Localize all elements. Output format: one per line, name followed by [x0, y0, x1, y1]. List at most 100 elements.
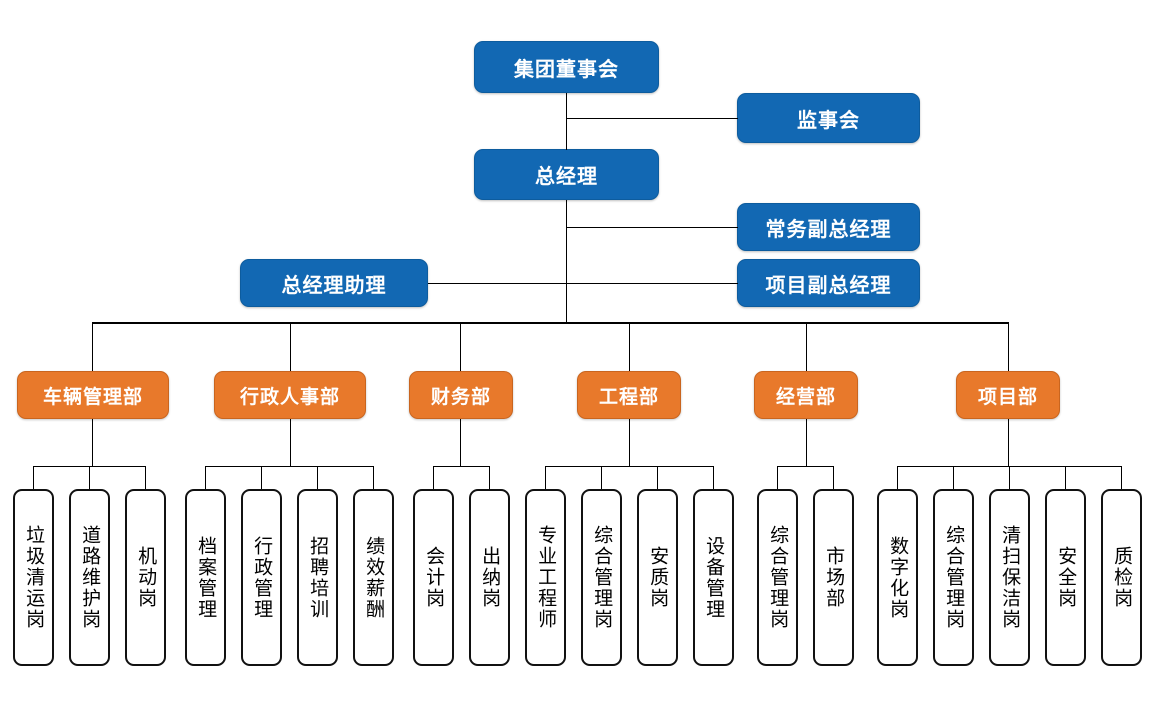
connector-dept6-drop-4	[1065, 466, 1066, 490]
node-post-safety-label: 安全岗	[1055, 546, 1078, 609]
connector-dept3-stem	[460, 419, 461, 467]
node-post-administrative-management[interactable]: 行政管理	[241, 489, 282, 666]
connector-board-to-gm	[566, 93, 567, 150]
node-post-equipment-management-label: 设备管理	[703, 535, 726, 620]
node-department-finance-label: 财务部	[430, 385, 491, 408]
connector-dept6-drop-3	[1009, 466, 1010, 490]
node-post-cashier-label: 出纳岗	[479, 546, 502, 609]
connector-dept2-drop-4	[373, 466, 374, 490]
connector-bus-to-dept-3	[460, 322, 461, 372]
node-post-archive-management-label: 档案管理	[195, 535, 218, 620]
connector-gm-to-exec-deputy	[566, 227, 738, 228]
node-post-engineering-general-management[interactable]: 综合管理岗	[581, 489, 622, 666]
connector-dept6-drop-5	[1121, 466, 1122, 490]
connector-bus-to-dept-4	[629, 322, 630, 372]
connector-bus-to-dept-5	[806, 322, 807, 372]
node-department-project[interactable]: 项目部	[956, 371, 1060, 419]
node-post-safety-quality[interactable]: 安质岗	[637, 489, 678, 666]
node-post-waste-transport-label: 垃圾清运岗	[23, 525, 46, 630]
node-post-recruitment-training-label: 招聘培训	[307, 535, 330, 620]
node-post-flexible-duty-label: 机动岗	[135, 546, 158, 609]
connector-dept2-stem	[290, 419, 291, 467]
node-post-recruitment-training[interactable]: 招聘培训	[297, 489, 338, 666]
connector-dept4-drop-2	[601, 466, 602, 490]
node-board-of-directors[interactable]: 集团董事会	[474, 41, 659, 93]
node-post-digitalization[interactable]: 数字化岗	[877, 489, 918, 666]
node-post-accounting-label: 会计岗	[423, 546, 446, 609]
node-post-marketing[interactable]: 市场部	[813, 489, 854, 666]
node-post-performance-compensation-label: 绩效薪酬	[363, 535, 386, 620]
node-department-vehicle-management[interactable]: 车辆管理部	[17, 371, 169, 419]
node-post-waste-transport[interactable]: 垃圾清运岗	[13, 489, 54, 666]
connector-dept2-drop-1	[205, 466, 206, 490]
node-project-deputy-gm-label: 项目副总经理	[765, 272, 892, 297]
node-post-equipment-management[interactable]: 设备管理	[693, 489, 734, 666]
connector-bus-to-dept-1	[92, 322, 93, 372]
node-post-professional-engineer-label: 专业工程师	[535, 525, 558, 630]
connector-gm-to-assistant	[428, 283, 567, 284]
connector-dept1-drop-1	[33, 466, 34, 490]
node-supervisory-board[interactable]: 监事会	[737, 93, 920, 143]
connector-dept4-drop-4	[713, 466, 714, 490]
connector-dept5-stem	[806, 419, 807, 467]
connector-gm-to-project-deputy	[566, 283, 738, 284]
connector-dept2-drop-2	[261, 466, 262, 490]
node-project-deputy-gm[interactable]: 项目副总经理	[737, 259, 920, 307]
connector-dept3-drop-1	[433, 466, 434, 490]
node-post-project-general-management-label: 综合管理岗	[943, 525, 966, 630]
connector-dept4-drop-1	[545, 466, 546, 490]
department-bus-line	[92, 322, 1009, 324]
node-department-engineering[interactable]: 工程部	[577, 371, 681, 419]
node-gm-assistant-label: 总经理助理	[281, 272, 387, 297]
node-post-performance-compensation[interactable]: 绩效薪酬	[353, 489, 394, 666]
connector-dept2-drop-3	[317, 466, 318, 490]
connector-dept1-drop-3	[145, 466, 146, 490]
connector-dept4-drop-3	[657, 466, 658, 490]
node-department-engineering-label: 工程部	[598, 385, 659, 408]
node-post-operations-general-management[interactable]: 综合管理岗	[757, 489, 798, 666]
node-post-quality-inspection[interactable]: 质检岗	[1101, 489, 1142, 666]
node-post-road-maintenance-label: 道路维护岗	[79, 525, 102, 630]
node-department-admin-hr[interactable]: 行政人事部	[214, 371, 366, 419]
node-department-vehicle-management-label: 车辆管理部	[42, 385, 143, 408]
node-post-administrative-management-label: 行政管理	[251, 535, 274, 620]
connector-bus-to-dept-2	[290, 322, 291, 372]
node-department-project-label: 项目部	[977, 385, 1038, 408]
node-post-cleaning-sanitation-label: 清扫保洁岗	[999, 525, 1022, 630]
node-executive-deputy-gm-label: 常务副总经理	[765, 216, 892, 241]
node-post-engineering-general-management-label: 综合管理岗	[591, 525, 614, 630]
connector-gm-spine-to-supervisory	[566, 118, 738, 119]
connector-gm-to-bus	[566, 200, 567, 323]
node-post-road-maintenance[interactable]: 道路维护岗	[69, 489, 110, 666]
node-gm-assistant[interactable]: 总经理助理	[240, 259, 428, 307]
node-supervisory-board-label: 监事会	[797, 107, 860, 132]
connector-dept4-stem	[629, 419, 630, 467]
node-general-manager[interactable]: 总经理	[474, 149, 659, 200]
connector-dept5-drop-1	[777, 466, 778, 490]
node-post-project-general-management[interactable]: 综合管理岗	[933, 489, 974, 666]
node-department-admin-hr-label: 行政人事部	[239, 385, 340, 408]
connector-dept3-drop-2	[489, 466, 490, 490]
node-board-of-directors-label: 集团董事会	[514, 56, 619, 81]
node-post-safety[interactable]: 安全岗	[1045, 489, 1086, 666]
node-executive-deputy-gm[interactable]: 常务副总经理	[737, 203, 920, 251]
node-post-safety-quality-label: 安质岗	[647, 546, 670, 609]
connector-dept6-drop-1	[897, 466, 898, 490]
node-department-operations-label: 经营部	[775, 385, 836, 408]
connector-dept3-bar	[433, 466, 490, 467]
connector-dept5-bar	[777, 466, 834, 467]
node-post-professional-engineer[interactable]: 专业工程师	[525, 489, 566, 666]
node-post-flexible-duty[interactable]: 机动岗	[125, 489, 166, 666]
connector-dept2-bar	[205, 466, 374, 467]
node-post-cleaning-sanitation[interactable]: 清扫保洁岗	[989, 489, 1030, 666]
node-general-manager-label: 总经理	[535, 164, 598, 188]
node-post-accounting[interactable]: 会计岗	[413, 489, 454, 666]
connector-dept4-bar	[545, 466, 714, 467]
node-post-cashier[interactable]: 出纳岗	[469, 489, 510, 666]
node-post-marketing-label: 市场部	[823, 546, 846, 609]
node-department-operations[interactable]: 经营部	[754, 371, 858, 419]
connector-dept1-drop-2	[89, 466, 90, 490]
node-post-archive-management[interactable]: 档案管理	[185, 489, 226, 666]
node-department-finance[interactable]: 财务部	[409, 371, 513, 419]
